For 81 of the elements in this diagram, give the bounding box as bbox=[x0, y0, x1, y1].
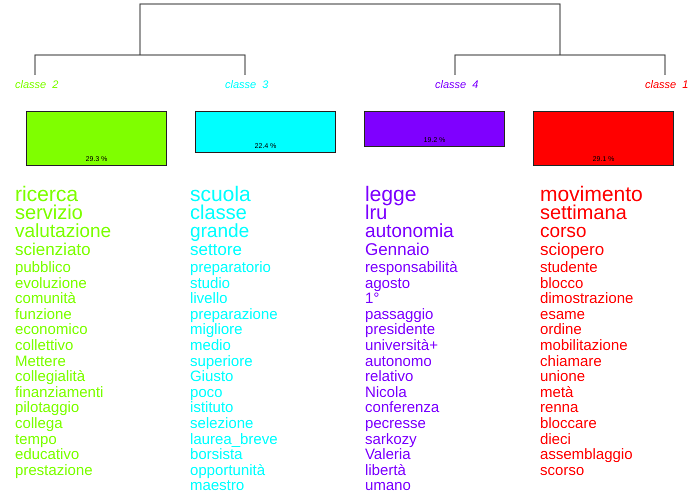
word-label: ricerca bbox=[15, 184, 78, 205]
word-label: opportunità bbox=[190, 462, 266, 478]
word-label: scorso bbox=[540, 462, 584, 478]
word-label: movimento bbox=[540, 184, 643, 205]
word-label: pilotaggio bbox=[15, 400, 80, 416]
word-label: comunità bbox=[15, 291, 76, 306]
word-label: collettivo bbox=[15, 338, 74, 353]
word-label: Nicola bbox=[365, 384, 407, 400]
word-label: relativo bbox=[365, 369, 414, 384]
class-bar bbox=[533, 111, 674, 166]
word-label: superiore bbox=[190, 354, 253, 369]
word-label: mobilitazione bbox=[540, 338, 628, 353]
word-label: classe bbox=[190, 203, 247, 223]
word-label: medio bbox=[190, 338, 231, 353]
word-label: funzione bbox=[15, 306, 72, 322]
word-label: preparatorio bbox=[190, 260, 271, 275]
word-label: Giusto bbox=[190, 369, 234, 384]
word-label: livello bbox=[190, 291, 228, 306]
word-label: prestazione bbox=[15, 462, 93, 478]
word-label: settimana bbox=[540, 203, 627, 223]
word-label: scuola bbox=[190, 184, 251, 205]
word-label: Mettere bbox=[15, 354, 66, 369]
class-label: classe 2 bbox=[15, 79, 58, 91]
word-label: laurea_breve bbox=[190, 432, 278, 447]
word-label: Valeria bbox=[365, 447, 411, 462]
word-label: tempo bbox=[15, 432, 57, 447]
word-label: valutazione bbox=[15, 222, 112, 241]
word-label: responsabilità bbox=[365, 260, 458, 275]
word-label: autonomo bbox=[365, 354, 432, 369]
word-label: umano bbox=[365, 478, 411, 494]
word-label: corso bbox=[540, 222, 586, 241]
word-label: settore bbox=[190, 241, 242, 258]
word-label: finanziamenti bbox=[15, 384, 104, 400]
word-label: poco bbox=[190, 384, 223, 400]
word-label: legge bbox=[365, 184, 416, 205]
word-label: collegialità bbox=[15, 369, 86, 384]
word-label: università+ bbox=[365, 338, 438, 353]
word-label: dieci bbox=[540, 432, 571, 447]
word-label: libertà bbox=[365, 462, 406, 478]
word-label: 1° bbox=[365, 291, 380, 306]
word-label: conferenza bbox=[365, 400, 440, 416]
word-label: chiamare bbox=[540, 354, 602, 369]
word-label: economico bbox=[15, 322, 88, 338]
word-label: studente bbox=[540, 260, 598, 275]
word-label: pecresse bbox=[365, 416, 426, 431]
word-label: sarkozy bbox=[365, 432, 417, 447]
word-label: esame bbox=[540, 306, 586, 322]
word-label: preparazione bbox=[190, 306, 278, 322]
word-label: unione bbox=[540, 369, 586, 384]
word-label: autonomia bbox=[365, 222, 454, 241]
class-label: classe 1 bbox=[645, 79, 688, 91]
word-label: studio bbox=[190, 276, 230, 291]
word-label: assemblaggio bbox=[540, 447, 633, 462]
class-bar bbox=[26, 111, 167, 166]
word-label: pubblico bbox=[15, 260, 71, 275]
class-label: classe 3 bbox=[225, 79, 268, 91]
word-label: maestro bbox=[190, 478, 244, 494]
word-label: migliore bbox=[190, 322, 243, 338]
word-label: grande bbox=[190, 222, 250, 241]
word-label: presidente bbox=[365, 322, 436, 338]
word-label: renna bbox=[540, 400, 578, 416]
class-label: classe 4 bbox=[435, 79, 478, 91]
word-label: istituto bbox=[190, 400, 234, 416]
class-bar bbox=[364, 111, 505, 147]
word-label: collega bbox=[15, 416, 63, 431]
word-label: bloccare bbox=[540, 416, 597, 431]
word-label: dimostrazione bbox=[540, 291, 634, 306]
word-label: ordine bbox=[540, 322, 582, 338]
word-label: educativo bbox=[15, 447, 80, 462]
word-label: servizio bbox=[15, 203, 83, 223]
word-label: metà bbox=[540, 384, 574, 400]
word-label: scienziato bbox=[15, 241, 91, 258]
word-label: blocco bbox=[540, 276, 584, 291]
word-label: evoluzione bbox=[15, 276, 87, 291]
class-bar bbox=[195, 111, 336, 153]
word-label: selezione bbox=[190, 416, 254, 431]
word-label: passaggio bbox=[365, 306, 434, 322]
word-label: sciopero bbox=[540, 241, 604, 258]
word-label: borsista bbox=[190, 447, 243, 462]
word-label: agosto bbox=[365, 276, 410, 291]
word-label: Gennaio bbox=[365, 241, 430, 258]
